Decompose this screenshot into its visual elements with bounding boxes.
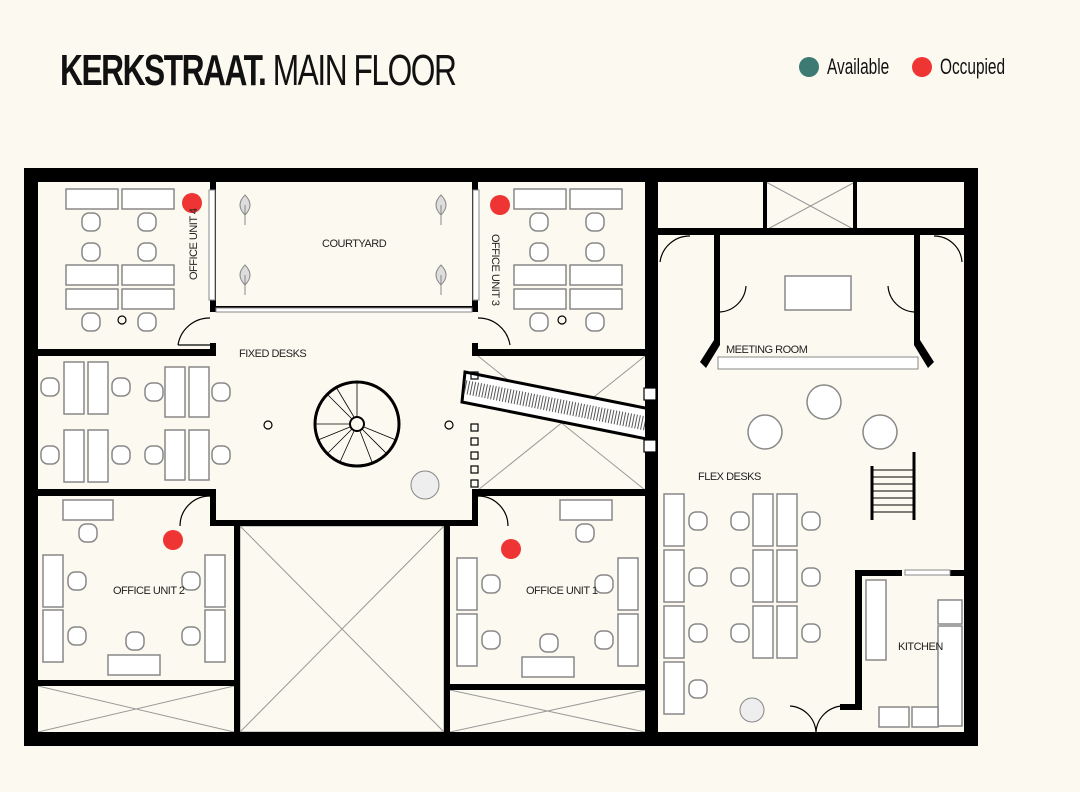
title-building: KERKSTRAAT. [60,46,267,95]
spiral-staircase [313,380,401,468]
courtyard-glass [215,307,473,313]
status-dot-office-3[interactable] [490,195,510,215]
room-label-courtyard: COURTYARD [322,238,387,250]
occupied-dot-icon [912,57,932,77]
status-dot-office-2[interactable] [163,530,183,550]
room-label-office-1: OFFICE UNIT 1 [526,585,598,597]
page-title: KERKSTRAAT. MAIN FLOOR [60,46,457,96]
room-label-office-2: OFFICE UNIT 2 [113,585,185,597]
straight-staircase [460,370,657,442]
status-dot-office-1[interactable] [501,539,521,559]
columns [117,315,657,488]
legend-label: Available [827,54,890,79]
legend-occupied: Occupied [912,54,1033,80]
title-floor: MAIN FLOOR [265,46,457,95]
legend-label: Occupied [940,54,1006,79]
room-label-kitchen: KITCHEN [898,641,943,653]
chairs [40,212,898,699]
room-label-meeting-room: MEETING ROOM [726,344,808,356]
plant-icon [410,470,440,500]
status-dot-office-4[interactable] [182,193,202,213]
walls [24,168,978,746]
room-label-office-4: OFFICE UNIT 4 [188,208,200,280]
room-label-fixed-desks: FIXED DESKS [239,348,306,360]
room-label-office-3: OFFICE UNIT 3 [489,234,501,306]
meeting-table [784,275,852,311]
legend-available: Available [799,54,916,80]
plant-icon [739,697,765,723]
doors [177,235,963,733]
meeting-room-window [717,356,919,370]
room-label-flex-desks: FLEX DESKS [698,471,761,483]
desks [42,188,963,728]
flex-staircase [870,452,916,520]
available-dot-icon [799,57,819,77]
trees [239,194,765,723]
